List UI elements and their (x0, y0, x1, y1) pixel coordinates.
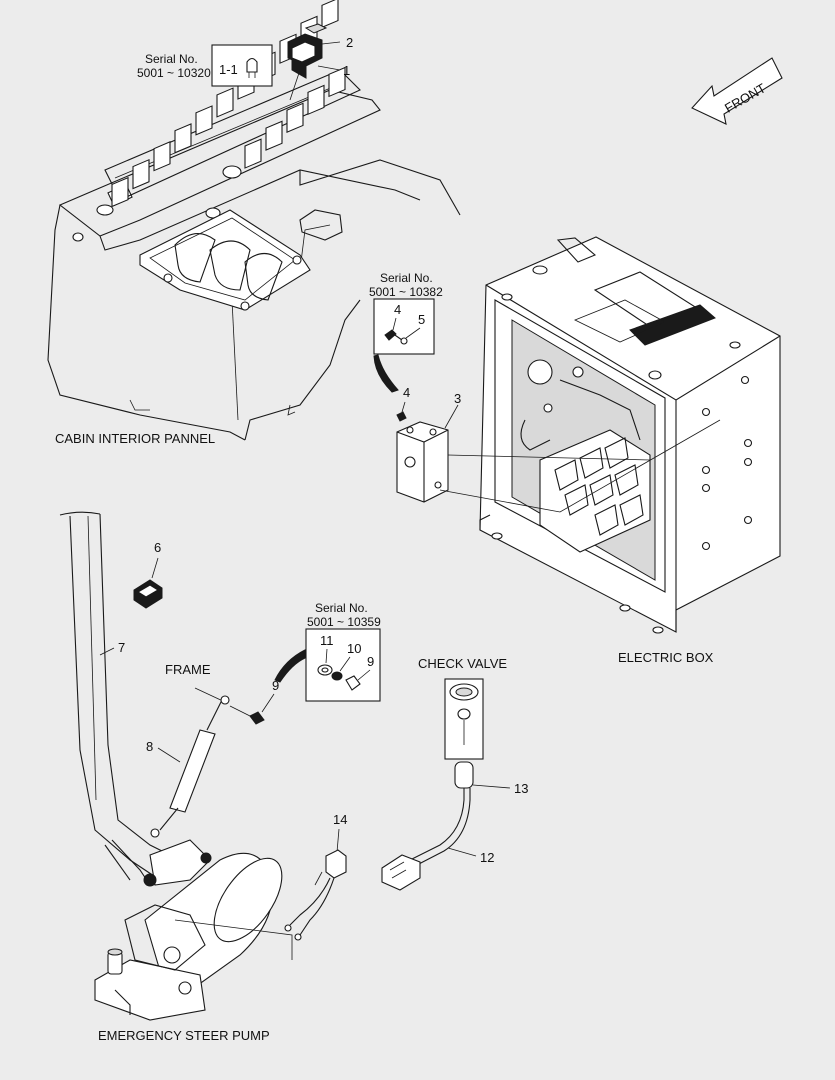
switch-slot (286, 102, 304, 133)
pump-label: EMERGENCY STEER PUMP (98, 1028, 270, 1043)
bulb-icon (246, 57, 258, 78)
harness-7 (59, 511, 181, 886)
serial-2-line2: 5001 ~ 10382 (369, 285, 443, 299)
switch-slot (307, 84, 325, 116)
relay-module (396, 421, 449, 503)
callout-10: 10 (347, 641, 361, 656)
callout-8: 8 (146, 739, 153, 754)
callout-6: 6 (154, 540, 161, 555)
callout-9b: 9 (272, 678, 279, 693)
fuse-block (539, 429, 651, 553)
electric-box (479, 236, 781, 634)
pointer-arrow (373, 354, 399, 393)
switch-slot (328, 66, 346, 98)
connector-6 (133, 579, 163, 609)
switch-slot (244, 138, 262, 169)
callout-12: 12 (480, 850, 494, 865)
serial-3-line2: 5001 ~ 10359 (307, 615, 381, 629)
callout-5: 5 (418, 312, 425, 327)
rocker-switch (287, 23, 328, 79)
callout-2: 2 (346, 35, 353, 50)
callout-1: 1 (343, 63, 350, 78)
frame-label: FRAME (165, 662, 211, 677)
panel-hole (72, 232, 84, 242)
emergency-steer-pump (94, 839, 293, 1021)
serial-1-line2: 5001 ~ 10320 (137, 66, 211, 80)
check-valve-13 (409, 761, 474, 867)
callout-3: 3 (454, 391, 461, 406)
callout-1-1: 1-1 (219, 62, 238, 77)
cabin-label: CABIN INTERIOR PANNEL (55, 431, 215, 446)
callout-4b: 4 (403, 385, 410, 400)
screw-4 (396, 401, 407, 422)
callout-9a: 9 (367, 654, 374, 669)
switch-slot (321, 0, 339, 29)
washer-10 (331, 671, 343, 681)
bolt-9 (345, 675, 361, 691)
serial-3-line1: Serial No. (315, 601, 368, 615)
pointer-arrow (274, 649, 306, 683)
connector-12 (381, 854, 421, 891)
switch-slot (195, 105, 213, 136)
serial-box-1: Serial No. 5001 ~ 10320 1-1 (137, 44, 273, 87)
front-arrow-icon: FRONT (691, 57, 783, 125)
serial-box-2: Serial No. 5001 ~ 10382 4 5 (369, 271, 443, 393)
switch-slot (216, 87, 234, 118)
panel-cover (299, 209, 343, 241)
cabin-interior-panel: CABIN INTERIOR PANNEL (47, 0, 461, 446)
switch-slot (174, 123, 192, 154)
callout-14: 14 (333, 812, 347, 827)
panel-hole (222, 165, 242, 179)
bolt-9b (249, 711, 265, 725)
serial-2-line1: Serial No. (380, 271, 433, 285)
callout-13: 13 (514, 781, 528, 796)
switch-slot (111, 176, 129, 208)
serial-box-3: Serial No. 5001 ~ 10359 11 10 9 (274, 601, 381, 702)
serial-1-line1: Serial No. (145, 52, 198, 66)
check-valve-inset (444, 678, 484, 760)
callout-11: 11 (320, 633, 334, 648)
gas-spring-8 (150, 695, 230, 838)
switch-slot (153, 141, 171, 172)
check-valve-label: CHECK VALVE (418, 656, 507, 671)
switch-slot (132, 158, 150, 190)
callout-4a: 4 (394, 302, 401, 317)
electric-box-label: ELECTRIC BOX (618, 650, 714, 665)
switch-slots (111, 0, 346, 208)
harness-14 (284, 849, 347, 941)
switch-lens (304, 23, 328, 34)
switch-slot (265, 120, 283, 151)
callout-7: 7 (118, 640, 125, 655)
joystick-plate (139, 209, 311, 311)
panel-hole (96, 204, 114, 216)
